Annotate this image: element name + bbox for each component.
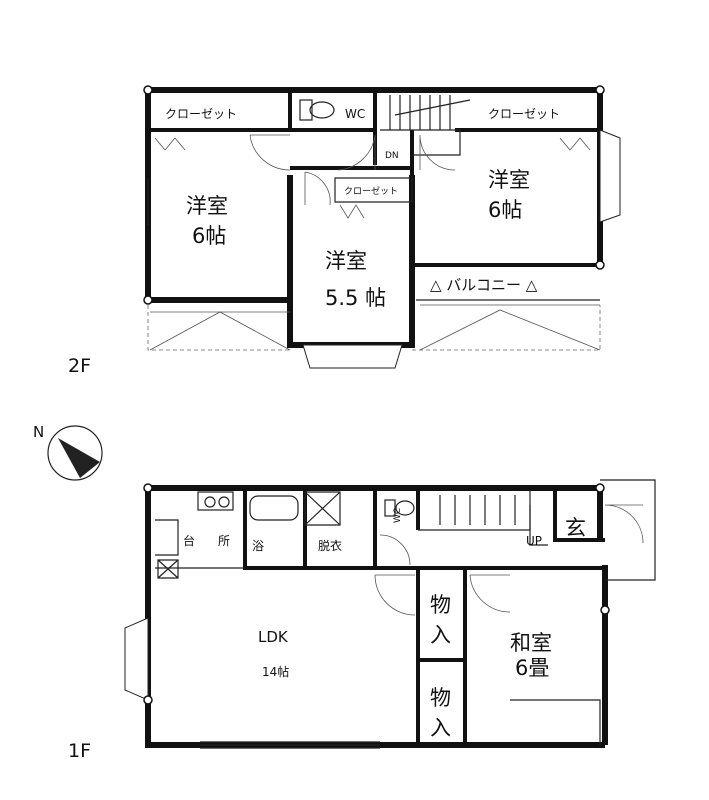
label-room-east-size: 6帖: [488, 198, 522, 222]
label-bath: 浴: [252, 539, 264, 553]
post: [143, 695, 153, 705]
floor-2f: クローゼット WC クローゼット DN 洋室 6帖 クローゼット 洋室 5.5 …: [68, 85, 621, 377]
wall-1f-west-south: [145, 488, 605, 748]
post: [143, 483, 153, 493]
toilet-tank-2f: [299, 99, 313, 121]
post: [600, 605, 610, 615]
label-closet-small: クローゼット: [344, 185, 398, 197]
label-dn: DN: [385, 151, 399, 161]
toilet-tank-1f: [384, 499, 396, 517]
label-room-east: 洋室: [488, 168, 530, 192]
label-washroom: 脱衣: [318, 538, 342, 553]
stove-burner: [204, 496, 216, 508]
door-2f-west: [249, 134, 291, 171]
label-room-west: 洋室: [186, 194, 228, 218]
label-closet-left: クローゼット: [165, 107, 237, 121]
label-room-west-size: 6帖: [192, 224, 226, 248]
tokonoma-line: [510, 699, 601, 745]
porch-outline: [600, 479, 656, 581]
label-closet-right: クローゼット: [488, 107, 560, 121]
stairs-up-box: [529, 505, 548, 546]
door-1f-ldk: [374, 574, 416, 616]
kitchen-sink-mark: [157, 559, 179, 579]
label-storage-1: 物入: [430, 593, 451, 647]
post: [143, 295, 153, 305]
wall-bath: [243, 490, 418, 570]
door-2f-wc: [337, 134, 376, 171]
bay-window-2f: [302, 344, 403, 369]
label-room-center: 洋室: [325, 249, 367, 273]
post: [143, 85, 153, 95]
label-storage-2: 物入: [430, 686, 451, 740]
post: [595, 85, 605, 95]
floor-1f: 台 所 浴 脱衣 WC UP 玄 物入 物入 LDK 14帖 和室 6畳 1F: [68, 479, 656, 762]
roof-outline: [147, 305, 601, 351]
post: [595, 483, 605, 493]
closet-small-box: [334, 177, 413, 203]
label-up: UP: [526, 534, 542, 548]
compass: N: [33, 423, 103, 481]
label-wc-1f: WC: [393, 508, 403, 523]
bathtub: [249, 495, 299, 521]
stairs-2f: [380, 95, 471, 156]
label-entrance: 玄: [565, 516, 586, 540]
window-1f-south-frame: [200, 741, 380, 749]
roof-hips: [149, 309, 601, 351]
door-1f-wc: [379, 534, 411, 566]
door-2f-east: [419, 134, 456, 171]
stairs-1f-steps: [439, 495, 516, 525]
compass-label: N: [33, 423, 44, 441]
label-japanese-room: 和室: [510, 631, 552, 655]
stove-burner: [218, 496, 230, 508]
bay-window-1f: [124, 617, 149, 701]
closet-marks: [154, 137, 591, 219]
toilet-bowl-2f: [309, 101, 335, 119]
label-japanese-room-size: 6畳: [515, 656, 549, 680]
wall-entrance: [553, 490, 605, 542]
post: [595, 260, 605, 270]
toilet-bowl-1f: [395, 500, 415, 516]
door-1f-entrance: [604, 504, 644, 544]
label-kitchen: 台: [183, 533, 195, 548]
label-floor-1f: 1F: [68, 740, 91, 762]
label-room-center-size: 5.5 帖: [325, 286, 386, 310]
label-floor-2f: 2F: [68, 355, 91, 377]
bay-window-2f-east: [599, 129, 621, 223]
label-ldk: LDK: [258, 628, 289, 646]
compass-arrow-icon: [58, 438, 100, 478]
label-kitchen-2: 所: [218, 534, 230, 548]
door-1f-washitsu: [469, 574, 511, 613]
washer-mark: [304, 491, 341, 526]
stove: [197, 491, 234, 511]
label-ldk-size: 14帖: [262, 664, 289, 679]
label-balcony: △ バルコニー △: [430, 276, 538, 294]
label-wc-2f: WC: [345, 107, 365, 121]
door-2f-center: [304, 171, 331, 206]
kitchen-fridge: [155, 519, 179, 556]
stairs-1f-box: [418, 490, 531, 531]
